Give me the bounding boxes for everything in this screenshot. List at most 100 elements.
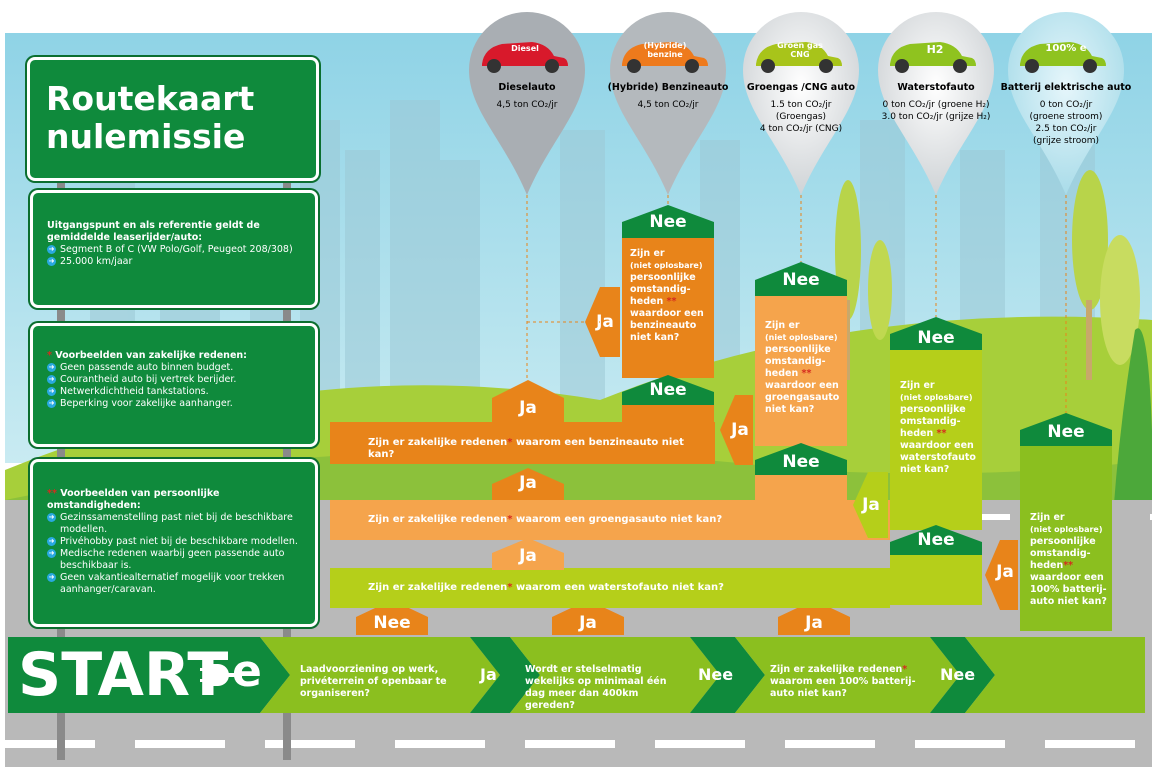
answer-yes: Ja: [519, 546, 537, 566]
bar-text: Zijn er zakelijke redenen: [368, 582, 508, 593]
car-name: Dieselauto: [498, 82, 556, 93]
bar-waterstof-text: Zijn er zakelijke redenen* waarom een wa…: [368, 582, 724, 593]
arrow-icon: ➜: [47, 387, 56, 396]
personal-heading: Voorbeelden van persoonlijke omstandighe…: [47, 488, 220, 511]
car-icon: [890, 42, 976, 73]
co2-line: 1.5 ton CO₂/jr: [770, 100, 832, 110]
arrow-icon: ➜: [47, 245, 56, 254]
answer-yes: Ja: [596, 312, 614, 332]
col-text: waardoor een 100% batterij-auto niet kan…: [1030, 572, 1107, 607]
col-text: waardoor een groengasauto niet kan?: [765, 380, 840, 415]
bar-groengas: [330, 500, 890, 540]
title-sign: Routekaart nulemissie: [27, 57, 319, 181]
answer-yes: Ja: [862, 495, 880, 515]
col-text: Zijn er: [1030, 512, 1065, 523]
co2-line: 2.5 ton CO₂/jr: [1035, 124, 1097, 134]
car-icon: [756, 42, 842, 73]
car-icon: [1020, 42, 1106, 73]
co2-line: 4,5 ton CO₂/jr: [496, 100, 558, 110]
star-marker: **: [47, 488, 57, 499]
column-groengas-question: Zijn er (niet oplosbare) persoonlijke om…: [765, 320, 845, 416]
question-distance: Wordt er stelselmatig wekelijks op minim…: [525, 664, 667, 711]
col-text: (niet oplosbare): [900, 393, 973, 402]
co2-line: (grijze stroom): [1032, 136, 1100, 146]
bar-waterstof: [330, 568, 890, 608]
road-line: [5, 740, 1152, 748]
answer-no: Nee: [917, 328, 955, 348]
car-name: Groengas /CNG auto: [746, 82, 856, 93]
personal-item: Medische redenen waarbij geen passende a…: [60, 548, 285, 571]
answer-no: Nee: [698, 665, 734, 684]
business-item: Beperking voor zakelijke aanhanger.: [60, 398, 233, 409]
arrow-icon: ➜: [47, 573, 56, 582]
personal-item: Gezinssamenstelling past niet bij de bes…: [60, 512, 293, 535]
personal-reasons-sign: ** Voorbeelden van persoonlijke omstandi…: [30, 459, 318, 627]
bar-text: Zijn er zakelijke redenen: [368, 437, 508, 448]
answer-yes: Ja: [731, 420, 749, 440]
star-marker: *: [47, 350, 52, 361]
co2-line: 4 ton CO₂/jr (CNG): [759, 124, 843, 134]
intro-item: Segment B of C (VW Polo/Golf, Peugeot 20…: [60, 244, 293, 255]
answer-no: Nee: [649, 380, 687, 400]
co2-value: 1.5 ton CO₂/jr (Groengas) 4 ton CO₂/jr (…: [736, 99, 866, 135]
car-badge: Groen gas CNG: [777, 41, 823, 59]
personal-item: Privéhobby past niet bij de beschikbare …: [60, 536, 298, 547]
col-text: Zijn er: [765, 320, 800, 331]
answer-yes: Ja: [480, 665, 497, 684]
co2-line: (groene stroom): [1029, 112, 1103, 122]
column-waterstof-question: Zijn er (niet oplosbare) persoonlijke om…: [900, 380, 980, 476]
co2-value: 4,5 ton CO₂/jr: [610, 99, 726, 111]
car-badge: Diesel: [511, 44, 539, 53]
answer-no: Nee: [782, 270, 820, 290]
business-item: Courantheid auto bij vertrek berijder.: [60, 374, 237, 385]
personal-item: Geen vakantiealternatief mogelijk voor t…: [60, 572, 285, 595]
answer-no: Nee: [782, 452, 820, 472]
co2-line: (Groengas): [775, 112, 827, 122]
co2-line: 0 ton CO₂/jr (groene H₂): [882, 100, 990, 110]
answer-no: Nee: [940, 665, 976, 684]
plug-icon: [200, 664, 242, 686]
bar-benzine: [330, 422, 715, 464]
answer-no: Nee: [373, 613, 411, 633]
bar-benzine-text: Zijn er zakelijke redenen* waarom een be…: [368, 437, 684, 460]
co2-line: 4,5 ton CO₂/jr: [637, 100, 699, 110]
co2-value: 4,5 ton CO₂/jr: [470, 99, 584, 111]
road-line-top: [850, 514, 1152, 520]
page-title: Routekaart nulemissie: [46, 79, 255, 156]
car-icon: [482, 42, 568, 73]
col-text: (niet oplosbare): [765, 333, 838, 342]
answer-no: Nee: [649, 212, 687, 232]
car-badge: (Hybride) benzine: [643, 41, 687, 59]
answer-yes: Ja: [519, 398, 537, 418]
bar-text: waarom een waterstofauto niet kan?: [515, 582, 724, 593]
question-battery-text: Zijn er zakelijke redenen: [770, 664, 903, 675]
business-reasons-sign: * Voorbeelden van zakelijke redenen: ➜Ge…: [30, 323, 318, 447]
co2-line: 3.0 ton CO₂/jr (grijze H₂): [881, 112, 991, 122]
intro-sign: Uitgangspunt en als referentie geldt de …: [30, 190, 318, 308]
col-text: (niet oplosbare): [1030, 525, 1103, 534]
col-text: Zijn er: [900, 380, 935, 391]
business-item: Netwerkdichtheid tankstations.: [60, 386, 209, 397]
arrow-icon: ➜: [47, 513, 56, 522]
answer-yes: Ja: [996, 562, 1014, 582]
co2-value: 0 ton CO₂/jr (groene H₂) 3.0 ton CO₂/jr …: [870, 99, 1002, 123]
co2-line: 0 ton CO₂/jr: [1039, 100, 1093, 110]
intro-heading: Uitgangspunt en als referentie geldt de …: [47, 220, 260, 243]
question-battery-text2: waarom een 100% batterij-auto niet kan?: [770, 676, 916, 699]
answer-yes: Ja: [519, 473, 537, 493]
start-label: START: [18, 640, 229, 710]
answer-no: Nee: [1047, 422, 1085, 442]
answer-no: Nee: [917, 530, 955, 550]
col-text: persoonlijke omstandig-heden: [1030, 536, 1096, 571]
car-name: Waterstofauto: [897, 82, 975, 93]
column-benzine-question: Zijn er (niet oplosbare) persoonlijke om…: [630, 248, 712, 344]
car-name: (Hybride) Benzineauto: [607, 82, 729, 93]
question-charging: Laadvoorziening op werk, privéterrein of…: [300, 664, 447, 699]
